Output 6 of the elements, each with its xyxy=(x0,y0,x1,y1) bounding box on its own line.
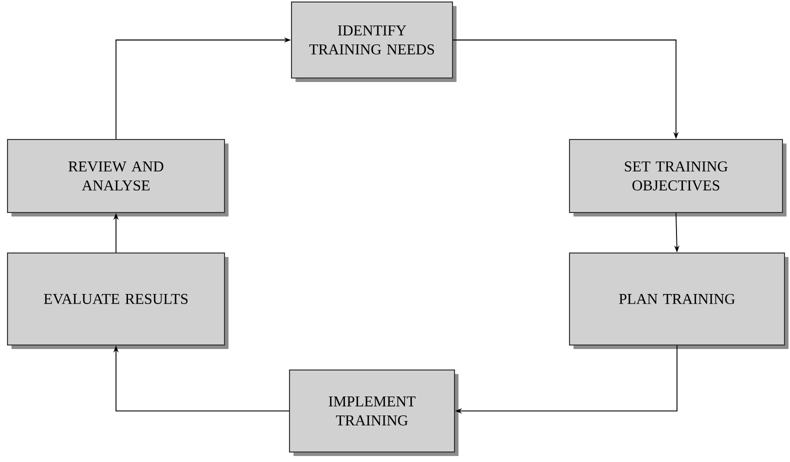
process-box: IDENTIFY TRAINING NEEDS xyxy=(291,2,453,78)
process-box: EVALUATE RESULTS xyxy=(7,252,225,346)
process-box: IMPLEMENT TRAINING xyxy=(289,369,455,452)
process-box: REVIEW AND ANALYSE xyxy=(7,139,225,213)
process-box: SET TRAINING OBJECTIVES xyxy=(569,139,783,213)
process-box: PLAN TRAINING xyxy=(569,252,785,346)
